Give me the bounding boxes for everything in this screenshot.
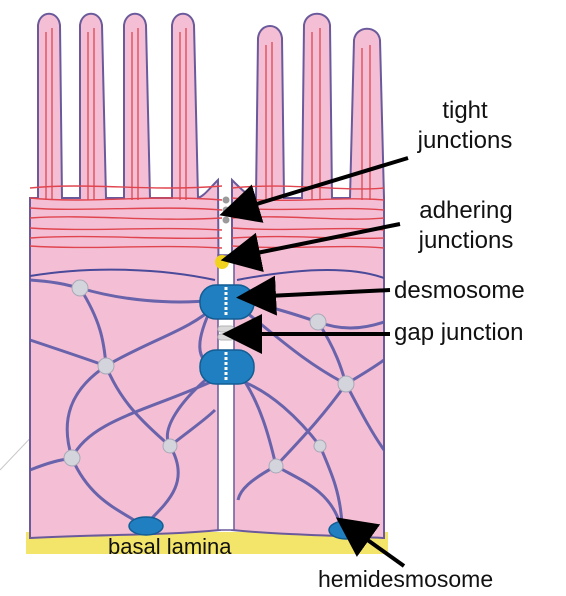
label-gap-junction: gap junction [394,318,523,348]
label-desmosome: desmosome [394,276,525,306]
label-tight-line2: junctions [395,126,535,156]
label-tight-line1: tight [395,96,535,126]
label-tight-junctions: tight junctions [395,96,535,156]
label-adhering-junctions: adhering junctions [392,196,540,256]
tight-junction [223,197,230,224]
desmosome-upper [200,285,254,319]
hemidesmosome-right [329,521,363,539]
label-basal-lamina: basal lamina [108,532,232,562]
label-adhering-line1: adhering [392,196,540,226]
label-hemidesmosome: hemidesmosome [318,564,493,594]
adhering-junction [215,255,229,269]
desmosome-lower [200,350,254,384]
label-adhering-line2: junctions [392,226,540,256]
